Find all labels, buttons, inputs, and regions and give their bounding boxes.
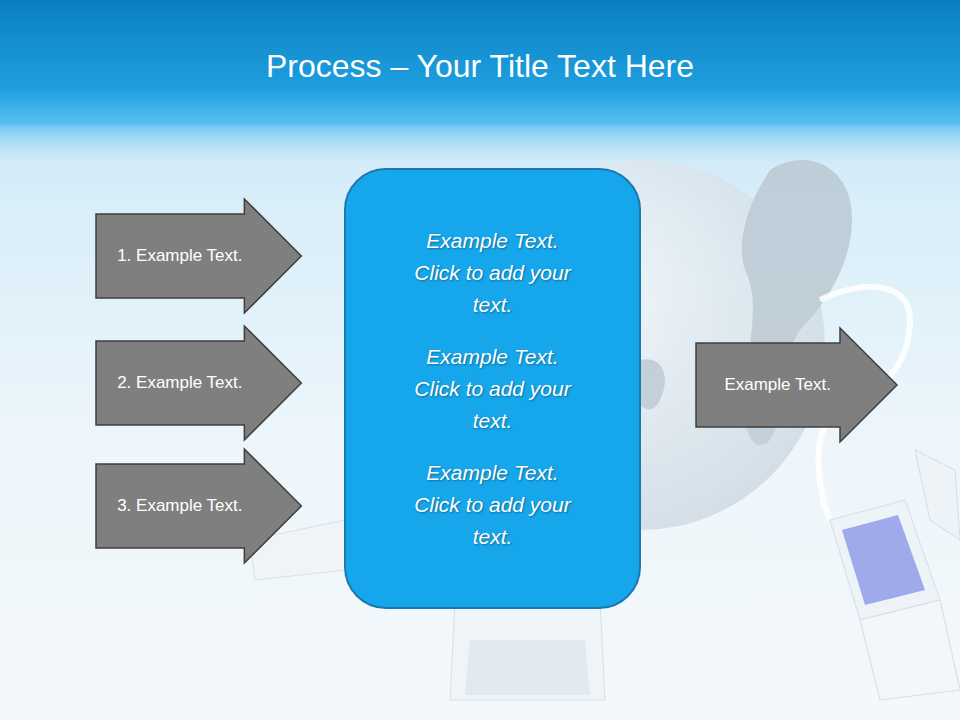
title-bar-fade (0, 125, 960, 165)
arrow-box: 3. Example Text. (95, 448, 302, 564)
arrow-outline (96, 449, 301, 563)
arrow-label: Example Text. (724, 375, 830, 395)
arrow-box: Example Text. (695, 327, 898, 443)
arrow-box: 2. Example Text. (95, 325, 302, 441)
title-bar (0, 0, 960, 125)
box-text: Example Text. Click to add your text. (410, 341, 575, 437)
arrow-outline (696, 328, 897, 442)
arrow-label: 1. Example Text. (117, 246, 242, 266)
arrow-label: 3. Example Text. (117, 496, 242, 516)
process-box: Example Text. Click to add your text. Exa… (344, 168, 641, 609)
arrow-outline (96, 326, 301, 440)
arrow-box: 1. Example Text. (95, 198, 302, 314)
box-text: Example Text. Click to add your text. (410, 225, 575, 321)
arrow-label: 2. Example Text. (117, 373, 242, 393)
arrow-outline (96, 199, 301, 313)
box-text: Example Text. Click to add your text. (410, 457, 575, 553)
slide-title: Process – Your Title Text Here (0, 48, 960, 85)
